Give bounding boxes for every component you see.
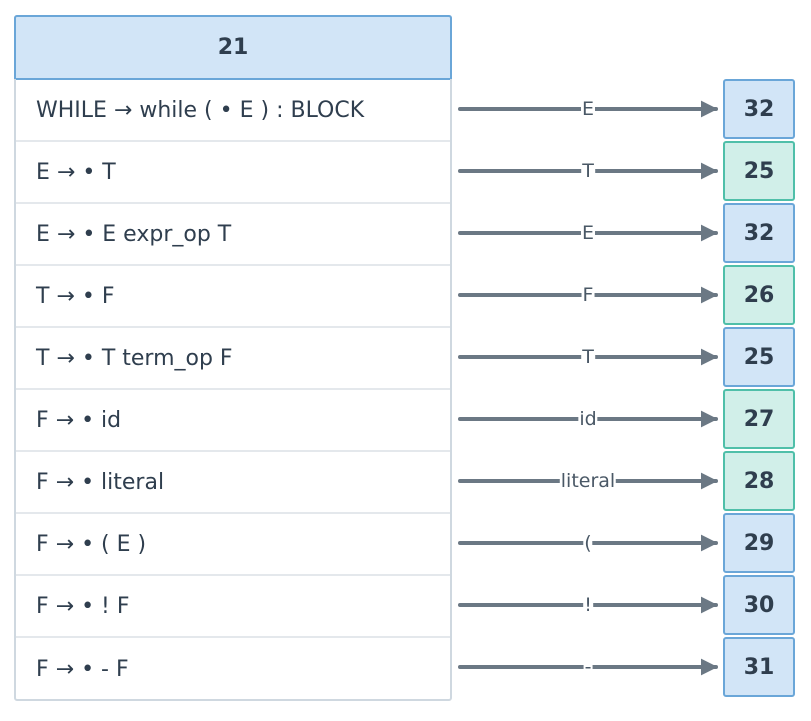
transition-symbol: literal <box>559 470 617 492</box>
lr-item: F → • ! F <box>16 576 450 638</box>
transition-symbol: - <box>583 656 593 678</box>
target-state: 26 <box>723 265 795 325</box>
transition-symbol: T <box>581 160 595 182</box>
state-id: 21 <box>217 35 249 60</box>
lr-item: E → • E expr_op T <box>16 204 450 266</box>
target-state: 29 <box>723 513 795 573</box>
lr-item: F → • - F <box>36 656 129 682</box>
target-state: 28 <box>723 451 795 511</box>
transition-symbol: T <box>581 346 595 368</box>
transition-symbol: F <box>581 284 595 306</box>
target-state: 31 <box>723 637 795 697</box>
target-state: 32 <box>723 79 795 139</box>
lr-item: T → • F <box>16 266 450 328</box>
lr-item: WHILE → while ( • E ) : BLOCK <box>16 80 450 142</box>
transition-symbol: E <box>580 222 596 244</box>
target-state: 25 <box>723 141 795 201</box>
lr-item: F → • id <box>16 390 450 452</box>
target-state: 30 <box>723 575 795 635</box>
transition-symbol: E <box>580 98 596 120</box>
lr-item: F → • literal <box>16 452 450 514</box>
target-state: 25 <box>723 327 795 387</box>
lr-item: E → • T <box>16 142 450 204</box>
target-state: 32 <box>723 203 795 263</box>
transition-symbol: id <box>578 408 598 430</box>
transition-symbol: ! <box>583 594 593 616</box>
lr-item: T → • T term_op F <box>16 328 450 390</box>
target-state: 27 <box>723 389 795 449</box>
transition-symbol: ( <box>583 532 593 554</box>
state-header: 21 <box>16 17 450 80</box>
lr-item: F → • ( E ) <box>16 514 450 576</box>
